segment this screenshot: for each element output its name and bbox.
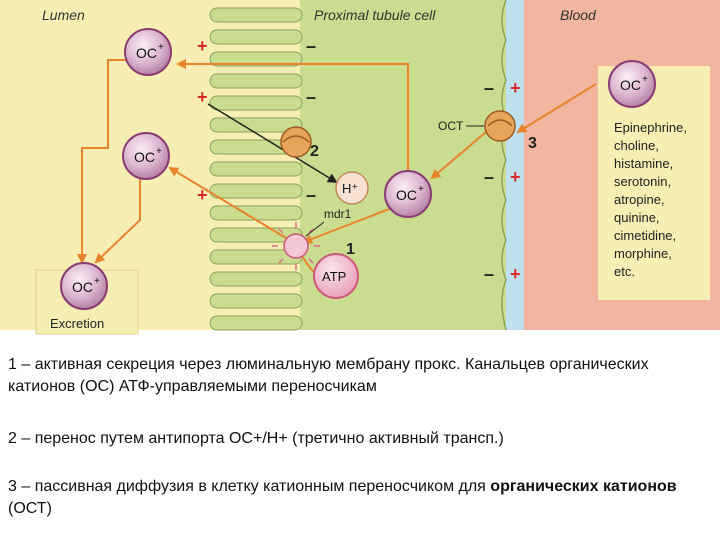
minus-sign: –: [306, 36, 316, 56]
oc-label: OC: [136, 45, 157, 61]
drug-list-box: [598, 66, 710, 300]
drug-item: cimetidine,: [614, 228, 676, 243]
oc-charge: +: [156, 146, 162, 157]
oc-charge: +: [158, 42, 164, 53]
oc-cell: OC +: [384, 170, 432, 218]
drug-item: choline,: [614, 138, 659, 153]
minus-sign: –: [484, 78, 494, 98]
mdr1-label: mdr1: [324, 207, 352, 221]
arrow-lumen-to-excretion-2: [94, 162, 141, 264]
plus-sign: +: [510, 167, 521, 187]
step-3-label: 3: [528, 135, 537, 152]
plus-sign: +: [197, 87, 208, 107]
drug-list: Epinephrine, choline, histamine, seroton…: [614, 120, 687, 279]
minus-sign: –: [484, 167, 494, 187]
arrow-lumen-to-excretion-1: [77, 59, 132, 264]
drug-item: Epinephrine,: [614, 120, 687, 135]
oc-excretion: OC +: [60, 262, 108, 310]
oc-lumen-top: OC +: [124, 28, 172, 76]
mdr1-leader-line: [305, 221, 325, 237]
plus-sign: +: [510, 264, 521, 284]
antiporter: [280, 126, 312, 158]
plus-sign: +: [510, 78, 521, 98]
oc-charge: +: [642, 74, 648, 85]
oc-label: OC: [620, 77, 641, 93]
caption-3-suffix: (ОСТ): [8, 500, 52, 517]
transport-arrows: [77, 59, 597, 280]
arrow-cell-oc-to-lumen: [176, 59, 409, 170]
mdr1-pump: [272, 222, 320, 270]
minus-sign: –: [306, 185, 316, 205]
step-1-label: 1: [346, 241, 355, 258]
oct-transporter: [484, 110, 516, 142]
cell-title: Proximal tubule cell: [314, 7, 436, 23]
caption-1: 1 – активная секреция через люминальную …: [8, 356, 649, 395]
atp-molecule: ATP: [313, 253, 359, 299]
h-ion: H⁺: [335, 171, 369, 205]
minus-sign: –: [306, 87, 316, 107]
blood-title: Blood: [560, 7, 597, 23]
renal-transport-diagram: Lumen Proximal tubule cell Blood + – + –…: [0, 0, 720, 335]
drug-item: morphine,: [614, 246, 672, 261]
step-2-label: 2: [310, 143, 319, 160]
atp-label: ATP: [322, 269, 346, 284]
oc-charge: +: [418, 184, 424, 195]
basolateral-folds: [501, 0, 507, 331]
arrow-mdr1-to-lumen: [168, 166, 287, 239]
plus-sign: +: [197, 185, 208, 205]
drug-item: quinine,: [614, 210, 660, 225]
minus-sign: –: [484, 264, 494, 284]
basolateral-charges: – + – + – +: [484, 78, 521, 284]
h-ion-label: H⁺: [342, 181, 358, 196]
drug-item: histamine,: [614, 156, 673, 171]
arrow-blood-to-oct: [516, 83, 597, 134]
luminal-charges: + – + – + –: [197, 36, 316, 205]
caption-3: 3 – пассивная диффузия в клетку катионны…: [8, 476, 708, 520]
oc-lumen-middle: OC +: [122, 132, 170, 180]
caption-3-bold: органических катионов: [490, 478, 677, 495]
arrow-cell-oc-to-mdr1: [302, 207, 393, 244]
arrow-h-exchange: [207, 103, 338, 184]
oct-label: OCT: [438, 119, 464, 133]
lumen-title: Lumen: [42, 7, 85, 23]
drug-item: serotonin,: [614, 174, 671, 189]
oc-charge: +: [94, 276, 100, 287]
drug-item: etc.: [614, 264, 635, 279]
drug-item: atropine,: [614, 192, 665, 207]
plus-sign: +: [197, 36, 208, 56]
oc-blood: OC +: [608, 60, 656, 108]
oc-label: OC: [72, 279, 93, 295]
basolateral-membrane: [506, 0, 524, 330]
oc-label: OC: [134, 149, 155, 165]
caption-2: 2 – перенос путем антипорта ОС+/Н+ (трет…: [8, 430, 504, 447]
caption-3-prefix: 3 – пассивная диффузия в клетку катионны…: [8, 478, 491, 495]
oc-label: OC: [396, 187, 417, 203]
microvilli: [209, 7, 303, 331]
excretion-label: Excretion: [50, 316, 104, 331]
arrow-oct-to-cell-oc: [430, 131, 487, 180]
